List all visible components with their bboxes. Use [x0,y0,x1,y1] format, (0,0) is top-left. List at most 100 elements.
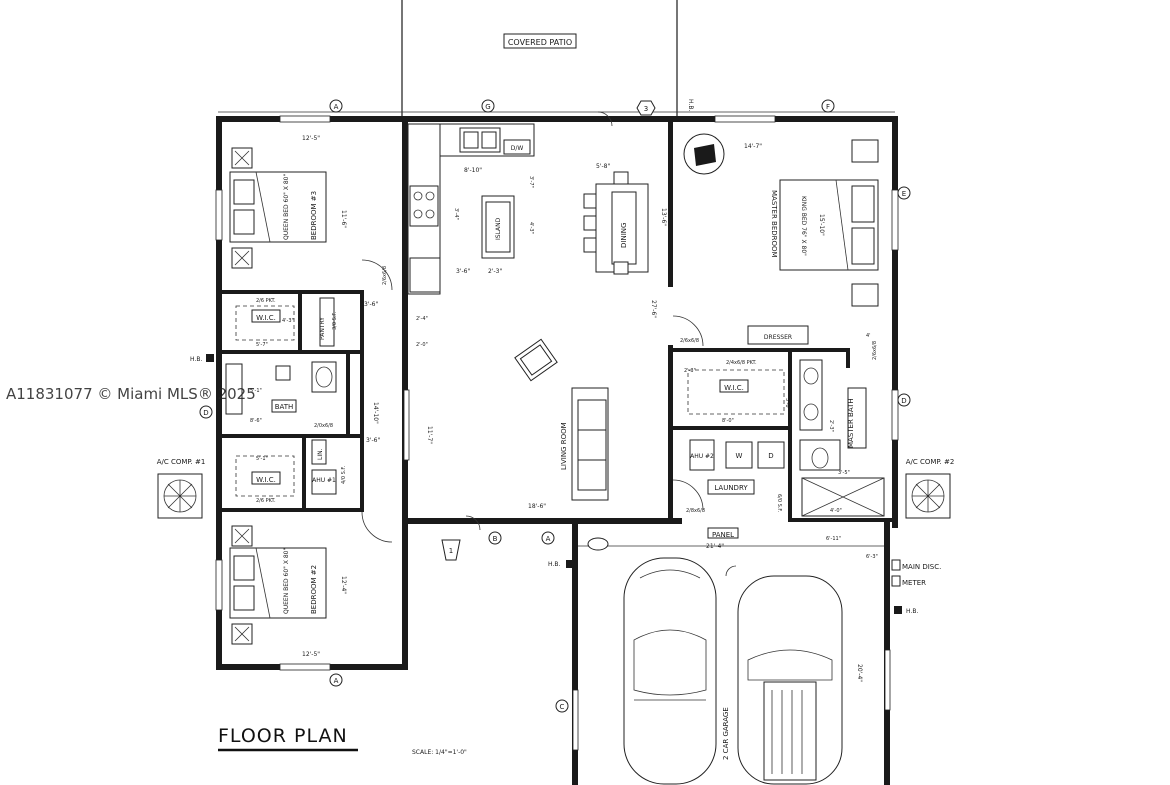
hose-bib-label-garage: H.B. [548,561,560,568]
dim-hall: 14'-10" [372,402,379,424]
mls-watermark: A11831077 © Miami MLS® 2025 [6,385,256,403]
dim-bath-b: 8'-6" [250,418,262,424]
marker-d-left: D [203,409,208,417]
dim-garage-w: 21'-4" [706,543,724,550]
dim-wic1-w: 4'-3" [282,318,294,324]
master-suite-rooms: 2/4x6/8 PKT. W.I.C. 2'-3" 8'-0" 5'-0" MA… [672,341,955,560]
dresser-label: DRESSER [764,334,792,341]
wic-master-label: W.I.C. [724,384,744,392]
door-label-d7: 2/6x6/8 [872,341,878,360]
scale-label: SCALE: 1/4"=1'-0" [412,749,467,756]
dim-k3: 3'-6" [456,268,470,275]
dim-bath-w: 5'-1" [250,388,262,394]
dim-k1: 3'-4" [453,208,459,220]
dim-wicm: 8'-0" [722,418,734,424]
laundry-label: LAUNDRY [714,484,748,492]
ac-comp-2-label: A/C COMP. #2 [906,458,955,466]
dim-wicm2: 2'-3" [684,368,696,374]
dim-k2: 4'-3" [528,222,534,234]
west-hall-rooms: W.I.C. 2/6 PKT. 4'-3" 5'-7" PANTRY 3/0 S… [225,259,393,543]
dim-k8: 2'-0" [416,342,428,348]
garage: PANEL 21'-4" H.B. C 2 CAR GARAGE 20'-4" [548,527,941,785]
dining-area: DINING 13'-6" [583,111,667,275]
top-dimension-line: A G 3 F H.B. [218,99,895,116]
marker-e: E [902,190,906,198]
dim-mb4: 4'-0" [830,508,842,514]
dresser [747,325,809,345]
dim-mb5: 6'-3" [866,554,878,560]
bath-label: BATH [275,403,294,411]
dim-k4: 2'-3" [488,268,502,275]
door-label-d4: 2/6 PKT. [256,498,276,504]
washer [725,441,753,469]
door-label-d5: 2/6x6/8 [680,338,699,344]
marker-a-top: A [334,103,339,111]
marker-f: F [826,103,830,111]
door-label-d9: 2/8x6/8 [686,508,705,514]
living-room-label: LIVING ROOM [560,422,568,470]
island-label: ISLAND [495,217,502,240]
floor-plan-title: FLOOR PLAN [218,725,348,747]
marker-g: G [485,103,490,111]
dim-k7: 2'-4" [416,316,428,322]
dim-master-top: 14'-7" [744,143,762,150]
wic-1-label: W.I.C. [256,314,276,322]
dining-label: DINING [620,223,628,248]
dim-wic2-w: 5'-1" [256,456,268,462]
bedroom-3-label: BEDROOM #3 [310,191,318,240]
washer-label: W [736,452,743,460]
dim-m1: 4' [866,333,871,339]
hose-bib-label-left: H.B. [190,356,202,363]
marker-c: C [560,703,565,711]
door-label-d1: 2/6 PKT. [256,298,276,304]
ahu-1-label: AHU #1 [312,477,336,484]
hose-bib-label-top: H.B. [687,99,694,111]
dim-b2-side: 12'-4" [340,576,347,594]
dim-kitchen-top: 8'-10" [464,167,482,174]
dim-k5: 3'-7" [528,176,534,188]
panel-label: PANEL [712,531,734,539]
dim-hall3: 3'-6" [366,437,380,444]
car-sedan [623,557,717,785]
master-bedroom: 14'-7" MASTER BEDROOM KING BED 76" X 80"… [672,133,911,347]
dim-b2-bottom: 12'-5" [302,651,320,658]
door-label-d8: 6/0 S.F. [776,494,782,512]
pantry-shelf-label: 3/0 S.F. [332,312,338,330]
door-label-d2: 2/6x6/8 [382,266,388,285]
linen-label: LIN. [317,448,324,460]
door-label-d6: 2/4x6/8 PKT. [726,360,757,366]
marker-3: 3 [644,105,648,113]
kitchen: D/W ISLAND 8'-10" 5'-8" 3'-7" 4'-3" 3'-4… [407,123,610,348]
ac-comp-1-label: A/C COMP. #1 [157,458,206,466]
meter-label: METER [902,579,926,587]
main-disconnect-label: MAIN DISC. [902,563,941,571]
dim-b3-side: 11'-6" [340,210,347,228]
dishwasher-label: D/W [511,145,524,152]
title-block: FLOOR PLAN SCALE: 1/4"=1'-0" [218,725,467,756]
king-bed-label: KING BED 76" X 80" [800,196,807,256]
queen-bed-2-label: QUEEN BED 60" X 80" [283,548,290,614]
dim-garage-h: 20'-4" [856,664,863,682]
armchair [514,338,558,382]
dim-m2: 5'-0" [784,398,790,410]
marker-a-mid: A [546,535,551,543]
dim-mb1: 2'-3" [828,420,834,432]
bedroom-2-label: BEDROOM #2 [310,565,318,614]
ahu-2-label: AHU #2 [690,453,714,460]
covered-patio-label: COVERED PATIO [508,38,572,47]
garage-label: 2 CAR GARAGE [722,707,730,760]
dim-l2: 11'-7" [426,426,433,444]
covered-patio-area: COVERED PATIO [401,0,678,118]
queen-bed-3-label: QUEEN BED 60" X 80" [283,174,290,240]
dryer [757,441,785,469]
living-room: LIVING ROOM 27'-6" 18'-6" 11'-7" B A 1 [403,300,657,561]
left-annotations: H.B. D A/C COMP. #1 [157,354,214,519]
master-bath-label: MASTER BATH [847,398,855,448]
marker-b: B [493,535,498,543]
car-truck [737,575,843,785]
dim-hall2: 3'-6" [364,301,378,308]
wic-2-label: W.I.C. [256,476,276,484]
hose-bib-label-right: H.B. [906,608,918,615]
interior-walls [222,122,892,522]
